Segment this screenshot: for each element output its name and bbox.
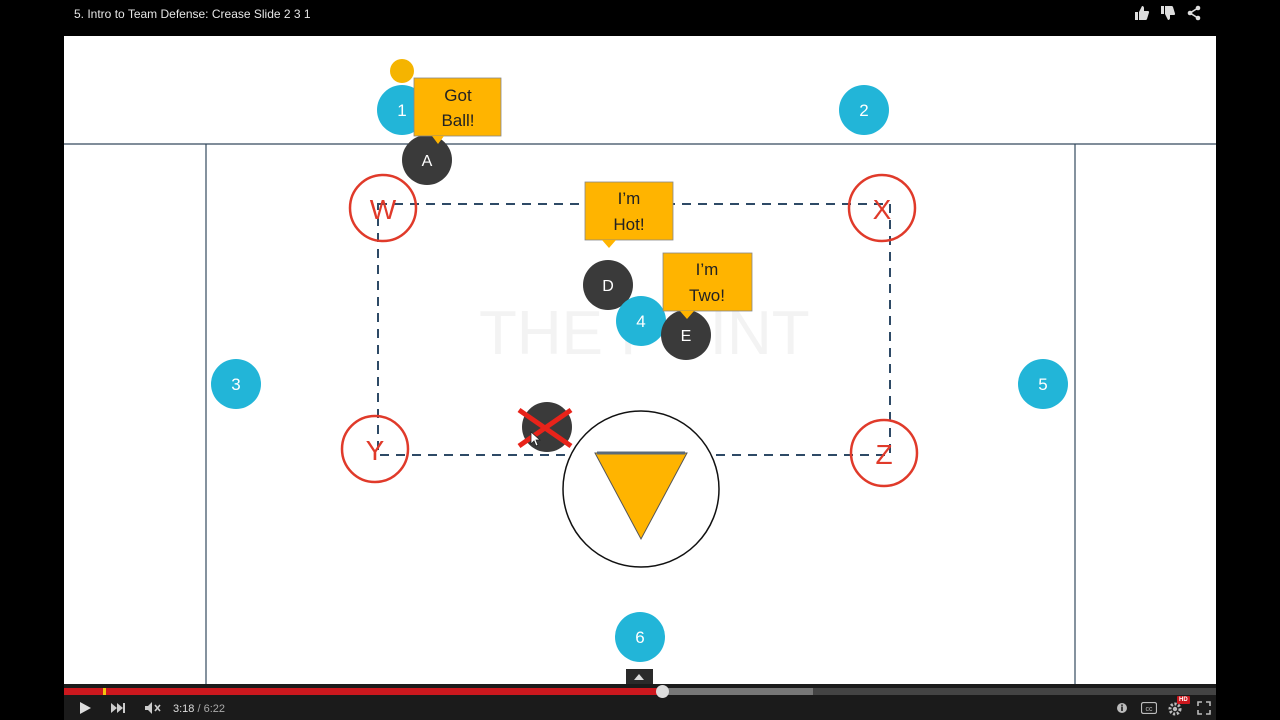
svg-text:Hot!: Hot! <box>613 215 644 234</box>
svg-text:cc: cc <box>1146 706 1154 713</box>
corner-x: X <box>847 173 917 243</box>
defender-a: A <box>402 135 452 185</box>
defender-e: E <box>661 310 711 360</box>
ball <box>390 59 414 83</box>
progress-played <box>64 688 662 695</box>
share-icon[interactable] <box>1186 5 1202 21</box>
next-icon[interactable] <box>110 702 126 714</box>
time-display: 3:18 / 6:22 <box>173 703 225 715</box>
svg-text:D: D <box>602 278 614 295</box>
callout-im-hot: I’m Hot! <box>584 181 674 248</box>
fullscreen-icon[interactable] <box>1197 701 1211 715</box>
callout-got-ball: Got Ball! <box>413 77 502 144</box>
thumbs-down-icon[interactable] <box>1160 5 1176 21</box>
time-separator: / <box>194 703 204 715</box>
svg-text:I’m: I’m <box>618 189 641 208</box>
corner-w: W <box>348 173 418 243</box>
captions-icon[interactable]: cc <box>1141 702 1157 714</box>
svg-text:A: A <box>422 153 433 170</box>
progress-marker <box>103 688 107 695</box>
duration: 6:22 <box>203 703 226 715</box>
svg-text:I’m: I’m <box>696 260 719 279</box>
removed-defender <box>517 402 573 452</box>
annotations-icon[interactable] <box>1116 702 1128 714</box>
svg-text:3: 3 <box>231 375 240 394</box>
video-frame[interactable]: THE POINT W X Y Z 1 2 <box>64 36 1216 684</box>
svg-text:2: 2 <box>859 101 868 120</box>
corner-y: Y <box>340 414 410 484</box>
svg-text:Ball!: Ball! <box>441 111 474 130</box>
offense-player-4: 4 <box>616 296 666 346</box>
expand-tab-icon[interactable] <box>626 669 653 684</box>
svg-text:Y: Y <box>366 435 385 466</box>
offense-player-2: 2 <box>839 85 889 135</box>
defender-d: D <box>583 260 633 310</box>
svg-text:E: E <box>681 328 692 345</box>
settings-icon[interactable] <box>1167 701 1183 717</box>
svg-text:Got: Got <box>444 86 472 105</box>
corner-z: Z <box>849 418 919 488</box>
title-bar: 5. Intro to Team Defense: Crease Slide 2… <box>0 0 1280 36</box>
play-icon[interactable] <box>78 701 92 715</box>
progress-handle[interactable] <box>655 685 669 698</box>
header-actions <box>1134 5 1204 25</box>
lacrosse-diagram: THE POINT W X Y Z 1 2 <box>64 59 1216 684</box>
callout-im-two: I’m Two! <box>662 252 753 319</box>
current-time: 3:18 <box>173 703 195 715</box>
hd-badge: HD <box>1177 696 1190 704</box>
progress-bar[interactable] <box>64 685 1216 698</box>
mute-icon[interactable] <box>144 701 162 715</box>
offense-player-3: 3 <box>211 359 261 409</box>
video-title[interactable]: 5. Intro to Team Defense: Crease Slide 2… <box>74 7 311 21</box>
svg-text:4: 4 <box>636 312 645 331</box>
svg-text:Z: Z <box>875 439 892 470</box>
svg-text:X: X <box>873 194 892 225</box>
player-controls: 3:18 / 6:22 cc HD <box>64 684 1216 720</box>
svg-text:1: 1 <box>397 101 406 120</box>
svg-text:5: 5 <box>1038 375 1047 394</box>
offense-player-6: 6 <box>615 612 665 662</box>
mouse-cursor <box>530 431 542 447</box>
thumbs-up-icon[interactable] <box>1134 5 1150 21</box>
offense-player-5: 5 <box>1018 359 1068 409</box>
svg-text:Two!: Two! <box>689 286 725 305</box>
svg-text:6: 6 <box>635 628 644 647</box>
svg-text:W: W <box>370 194 397 225</box>
